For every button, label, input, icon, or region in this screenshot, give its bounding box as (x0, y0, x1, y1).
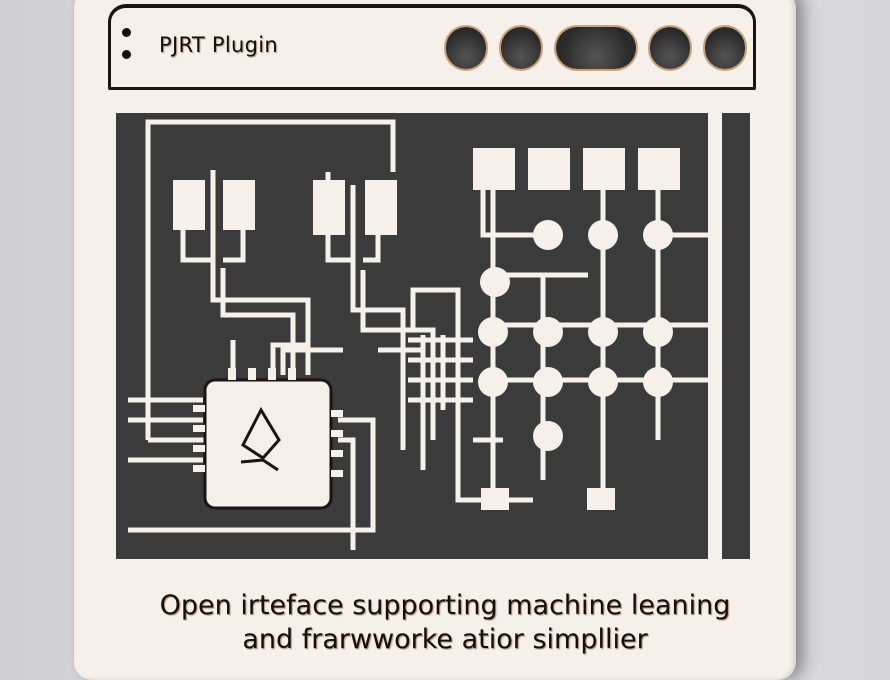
connector-block (313, 180, 345, 235)
node-dot (533, 367, 563, 397)
window-control-button[interactable] (446, 27, 486, 69)
window-control-button[interactable] (650, 27, 690, 69)
circuit-components (173, 148, 680, 510)
node-dot (478, 317, 508, 347)
processor-chip (193, 368, 343, 510)
menu-dot-icon (122, 28, 131, 37)
connector-block (481, 488, 509, 510)
node-dot (588, 317, 618, 347)
node-dot (533, 220, 563, 250)
connector-block (173, 180, 205, 230)
caption-line-1: Open irteface supporting machine leaning (159, 590, 731, 621)
node-dot (643, 367, 673, 397)
window-title-bar (108, 4, 756, 90)
window-control-button[interactable] (705, 27, 745, 69)
circuit-diagram (113, 110, 753, 562)
caption-line-2: and frarwworke atior simpllier (242, 624, 648, 655)
node-dot (533, 421, 563, 451)
node-dot (588, 220, 618, 250)
node-dot (533, 317, 563, 347)
connector-block (473, 148, 515, 190)
connector-block (365, 180, 397, 235)
connector-block (638, 148, 680, 190)
connector-block (528, 148, 570, 190)
window-title: PJRT Plugin (159, 33, 279, 57)
connector-block (583, 148, 625, 190)
node-dot (588, 367, 618, 397)
connector-block (587, 488, 615, 510)
window-control-pill-button[interactable] (556, 27, 636, 69)
connector-block (223, 180, 255, 230)
node-dot (480, 267, 510, 297)
menu-dot-icon (122, 50, 131, 59)
node-dot (643, 220, 673, 250)
window-control-button[interactable] (501, 27, 541, 69)
logo-icon (240, 406, 281, 472)
node-dot (478, 367, 508, 397)
node-dot (643, 317, 673, 347)
